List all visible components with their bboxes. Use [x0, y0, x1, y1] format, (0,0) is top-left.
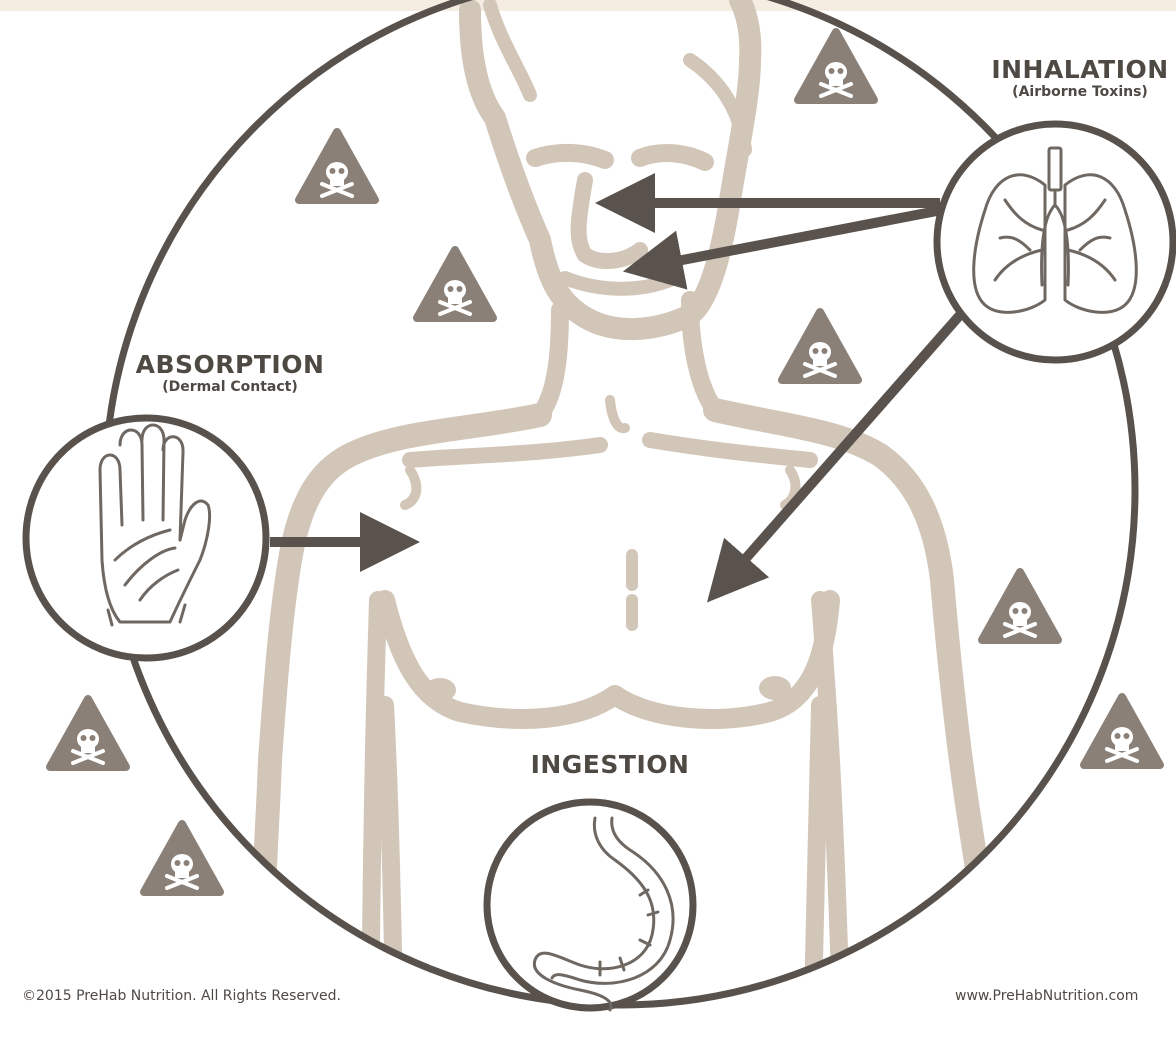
inhalation-label: INHALATION (Airborne Toxins): [985, 55, 1175, 100]
absorption-label: ABSORPTION (Dermal Contact): [130, 350, 330, 395]
skull-and-crossbones-warning-icon: [782, 312, 858, 380]
skull-and-crossbones-warning-icon: [417, 250, 493, 318]
absorption-title: ABSORPTION: [130, 350, 330, 379]
absorption-subtitle: (Dermal Contact): [130, 379, 330, 395]
inhalation-title: INHALATION: [985, 55, 1175, 84]
skull-and-crossbones-warning-icon: [144, 824, 220, 892]
ingestion-route: [487, 802, 693, 1010]
skull-and-crossbones-warning-icon: [299, 132, 375, 200]
top-band: [0, 0, 1176, 11]
copyright-text: ©2015 PreHab Nutrition. All Rights Reser…: [22, 988, 341, 1004]
absorption-route: [26, 418, 266, 658]
ingestion-label: INGESTION: [510, 750, 710, 779]
website-link[interactable]: www.PreHabNutrition.com: [955, 988, 1138, 1004]
skull-and-crossbones-warning-icon: [1084, 697, 1160, 765]
skull-and-crossbones-warning-icon: [982, 572, 1058, 640]
inhalation-route: [937, 124, 1173, 360]
skull-and-crossbones-warning-icon: [798, 32, 874, 100]
skull-and-crossbones-warning-icon: [50, 699, 126, 767]
ingestion-title: INGESTION: [510, 750, 710, 779]
inhalation-subtitle: (Airborne Toxins): [985, 84, 1175, 100]
